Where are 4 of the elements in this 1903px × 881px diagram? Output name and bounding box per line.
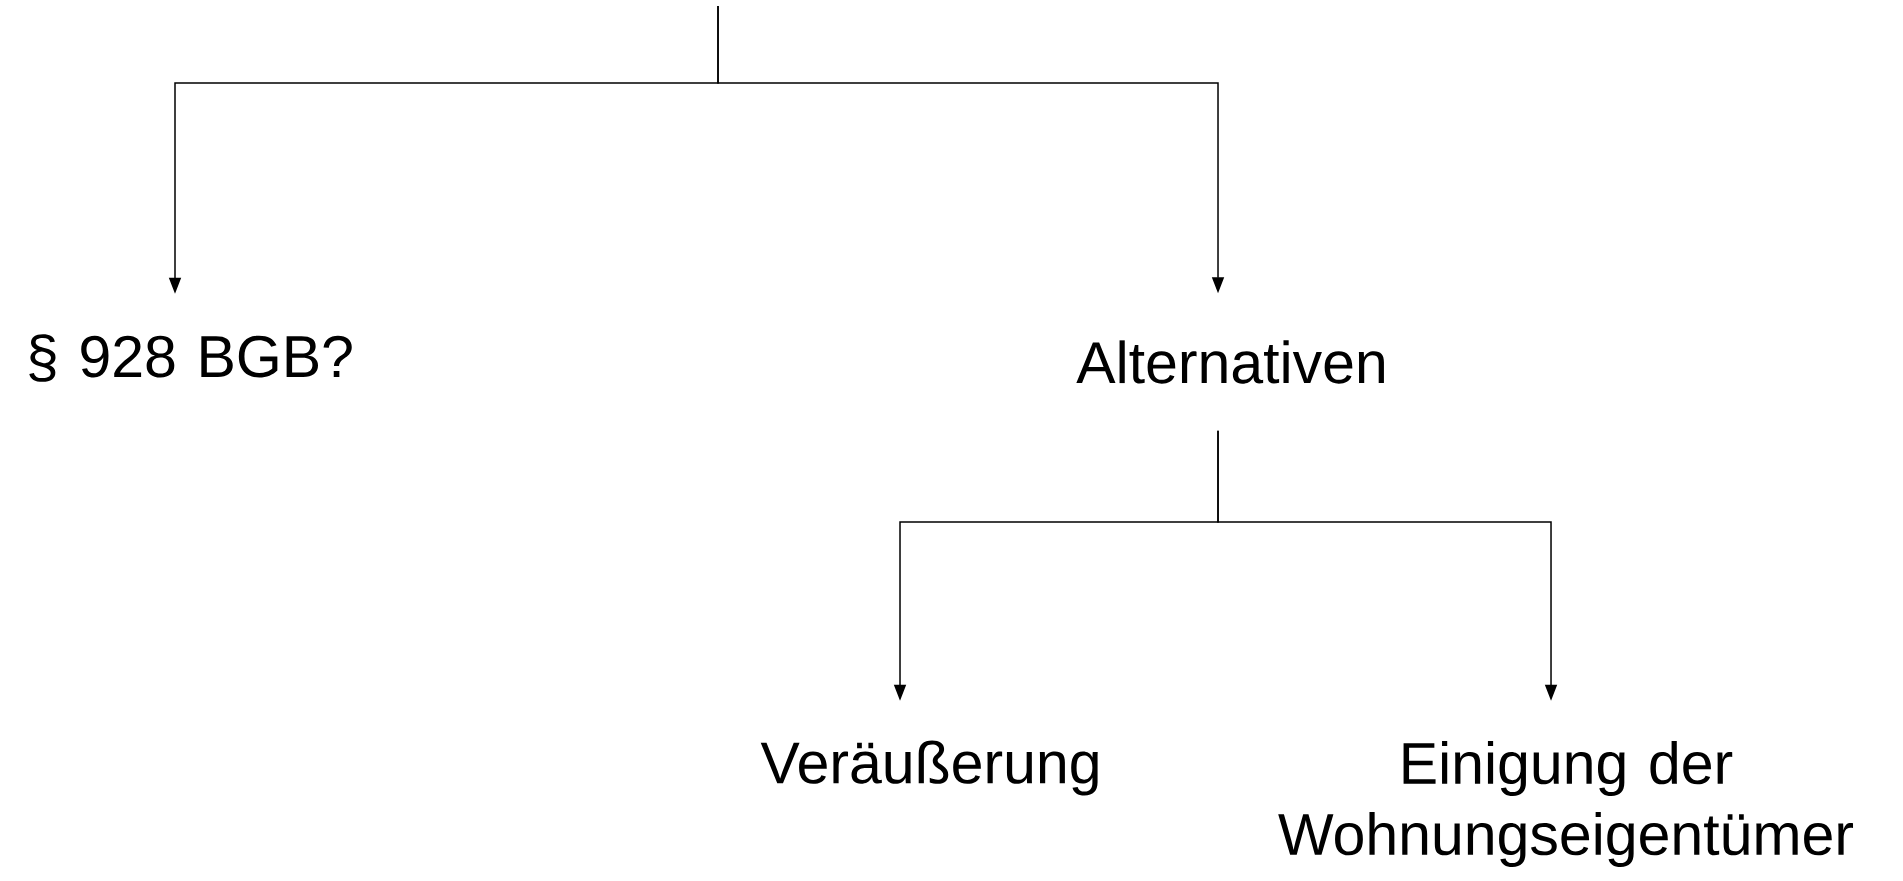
node-label: § 928 BGB? <box>29 334 352 382</box>
node-label: Alternativen <box>1076 340 1384 384</box>
node-label: Einigung der Wohnungseigentümer <box>1278 741 1853 867</box>
node-label: Veräußerung <box>760 740 1098 796</box>
